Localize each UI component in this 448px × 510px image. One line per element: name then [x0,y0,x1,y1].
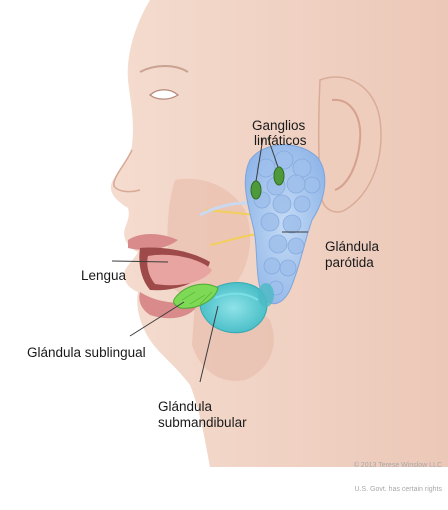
label-glandula-parotida-2: parótida [310,240,374,285]
label-lengua: Lengua [66,253,126,298]
credit-line2: U.S. Govt. has certain rights [354,486,442,494]
label-parotida-line2: parótida [325,255,374,270]
label-glandula-submandibular-2: submandibular [143,400,247,445]
label-glandula-sublingual: Glándula sublingual [12,330,146,375]
salivary-glands-illustration: Ganglios linfáticos Glándula parótida Le… [0,0,448,467]
label-submandibular-line2: submandibular [158,415,247,430]
label-ganglios-line2: linfáticos [254,133,307,148]
copyright-credit: © 2013 Terese Winslow LLC U.S. Govt. has… [354,446,442,510]
label-sublingual-text: Glándula sublingual [27,345,146,360]
lymph-node-1 [251,181,261,199]
lymph-node-2 [274,167,284,185]
label-ganglios-linfaticos-2: linfáticos [239,118,307,163]
label-lengua-text: Lengua [81,268,126,283]
credit-line1: © 2013 Terese Winslow LLC [354,462,442,470]
anatomy-drawing [0,0,448,467]
